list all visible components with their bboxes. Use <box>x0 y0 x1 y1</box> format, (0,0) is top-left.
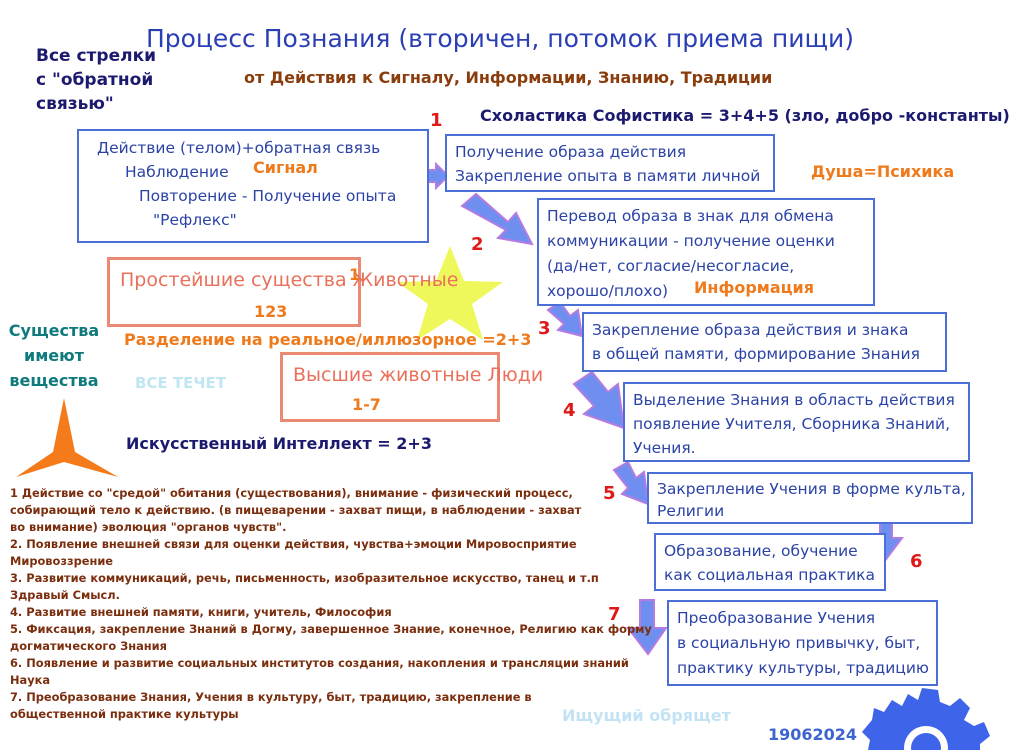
step-1-box: Получение образа действия Закрепление оп… <box>445 134 775 192</box>
step-2-line: (да/нет, согласие/несогласие, <box>547 257 795 275</box>
arrows-note-line: связью" <box>36 94 114 114</box>
note-line: во внимание) эволюция "органов чувств". <box>10 520 287 534</box>
step-4-box: Выделение Знания в область действия появ… <box>623 382 970 462</box>
beings-line: Существа <box>8 321 100 340</box>
step-7-box: Преобразование Учения в социальную привы… <box>667 600 938 686</box>
higher-animals-line: Люди <box>487 364 544 386</box>
notes-list: 1 Действие со "средой" обитания (существ… <box>10 485 652 723</box>
date-label: 19062024 <box>768 725 858 744</box>
step-6-line: Образование, обучение <box>664 542 858 560</box>
arrows-note-line: Все стрелки <box>36 46 157 66</box>
ai-label: Искусственный Интеллект = 2+3 <box>126 434 432 453</box>
signal-label: Сигнал <box>253 158 318 177</box>
action-line: "Рефлекс" <box>153 211 237 229</box>
subtitle: от Действия к Сигналу, Информации, Знани… <box>244 68 773 87</box>
action-box: Действие (телом)+обратная связь Наблюден… <box>77 129 429 243</box>
action-line: Действие (телом)+обратная связь <box>97 139 381 157</box>
note-line: Мировоззрение <box>10 554 114 568</box>
note-line: общественной практике культуры <box>10 707 239 721</box>
step-number-5: 5 <box>603 483 616 504</box>
step-2-line: коммуникации - получение оценки <box>547 232 835 250</box>
step-5-line: Закрепление Учения в форме культа, <box>657 480 966 498</box>
seeker-label: Ищущий обрящет <box>562 706 731 725</box>
page-title: Процесс Познания (вторичен, потомок прие… <box>145 24 855 53</box>
soul-label: Душа=Психика <box>811 162 955 181</box>
arrows-note-line: с "обратной <box>36 70 154 90</box>
step-3-line: Закрепление образа действия и знака <box>592 321 909 339</box>
arrow-step4-to-step5 <box>612 460 650 506</box>
star-shape <box>397 246 503 340</box>
arrow-action-to-step1 <box>427 161 450 191</box>
step-number-7: 7 <box>608 604 621 625</box>
beings-label: Существа имеют вещества <box>0 318 108 393</box>
step-1-line: Получение образа действия <box>455 143 687 161</box>
beings-line: имеют <box>24 346 84 365</box>
step-3-line: в общей памяти, формирование Знания <box>592 345 920 363</box>
scholastics-label: Схоластика Софистика = 3+4+5 (зло, добро… <box>480 106 1010 125</box>
note-line: 3. Развитие коммуникаций, речь, письменн… <box>10 571 599 585</box>
step-4-line: Выделение Знания в область действия <box>633 391 955 409</box>
simple-beings-line: Простейшие существа <box>120 269 347 291</box>
note-line: 6. Появление и развитие социальных инсти… <box>10 656 629 670</box>
note-line: Наука <box>10 673 51 687</box>
note-line: 5. Фиксация, закрепление Знаний в Догму,… <box>10 622 652 636</box>
simple-beings-line: Животные <box>352 269 459 291</box>
simple-beings-box: Простейшие существа Животные <box>107 257 459 327</box>
step-2-box: Перевод образа в знак для обмена коммуни… <box>537 198 875 306</box>
note-line: 7. Преобразование Знания, Учения в культ… <box>10 690 532 704</box>
step-6-line: как социальная практика <box>664 566 875 584</box>
gear-icon <box>862 688 990 750</box>
step-number-1: 1 <box>430 110 443 131</box>
tristar-shape <box>16 398 118 477</box>
arrow-step1-to-step2 <box>460 192 534 246</box>
higher-animals-line: Высшие животные <box>293 364 482 386</box>
step-5-box: Закрепление Учения в форме культа, Религ… <box>647 472 973 524</box>
simple-beings-number: 1 <box>349 265 361 284</box>
arrow-step6-to-step7 <box>625 599 668 656</box>
action-line: Повторение - Получение опыта <box>139 187 397 205</box>
step-4-line: появление Учителя, Сборника Знаний, <box>633 415 950 433</box>
step-number-3: 3 <box>538 318 551 339</box>
step-7-line: Преобразование Учения <box>677 609 876 627</box>
simple-beings-steps: 123 <box>254 302 288 321</box>
step-1-line: Закрепление опыта в памяти личной <box>455 167 761 185</box>
note-line: собирающий тело к действию. (в пищеварен… <box>10 503 582 517</box>
note-line: 2. Появление внешней связи для оценки де… <box>10 537 577 551</box>
separation-label: Разделение на реальное/иллюзорное =2+3 <box>124 330 532 349</box>
note-line: 4. Развитие внешней памяти, книги, учите… <box>10 605 392 619</box>
step-2-line: Перевод образа в знак для обмена <box>547 207 834 225</box>
step-4-line: Учения. <box>633 439 696 457</box>
step-number-4: 4 <box>563 400 576 421</box>
step-3-box: Закрепление образа действия и знака в об… <box>582 312 947 372</box>
arrows-note: Все стрелки с "обратной связью" <box>36 44 156 116</box>
arrow-step2-to-step3 <box>546 300 584 338</box>
step-5-line: Религии <box>657 502 725 520</box>
action-line: Наблюдение <box>125 163 229 181</box>
step-7-line: в социальную привычку, быт, <box>677 634 921 652</box>
everything-flows-label: ВСЕ ТЕЧЕТ <box>135 374 226 392</box>
step-6-box: Образование, обучение как социальная пра… <box>654 533 886 591</box>
step-2-line: хорошо/плохо) <box>547 282 669 300</box>
beings-line: вещества <box>9 371 99 390</box>
information-label: Информация <box>694 278 814 297</box>
note-line: догматического Знания <box>10 639 167 653</box>
note-line: 1 Действие со "средой" обитания (существ… <box>10 486 573 500</box>
note-line: Здравый Смысл. <box>10 588 120 602</box>
higher-animals-steps: 1-7 <box>352 395 381 414</box>
arrow-step3-to-step4 <box>572 370 626 430</box>
step-7-line: практику культуры, традицию <box>677 659 929 677</box>
higher-animals-box: Высшие животные Люди <box>280 352 543 422</box>
step-number-6: 6 <box>910 551 923 572</box>
step-number-2: 2 <box>471 234 484 255</box>
